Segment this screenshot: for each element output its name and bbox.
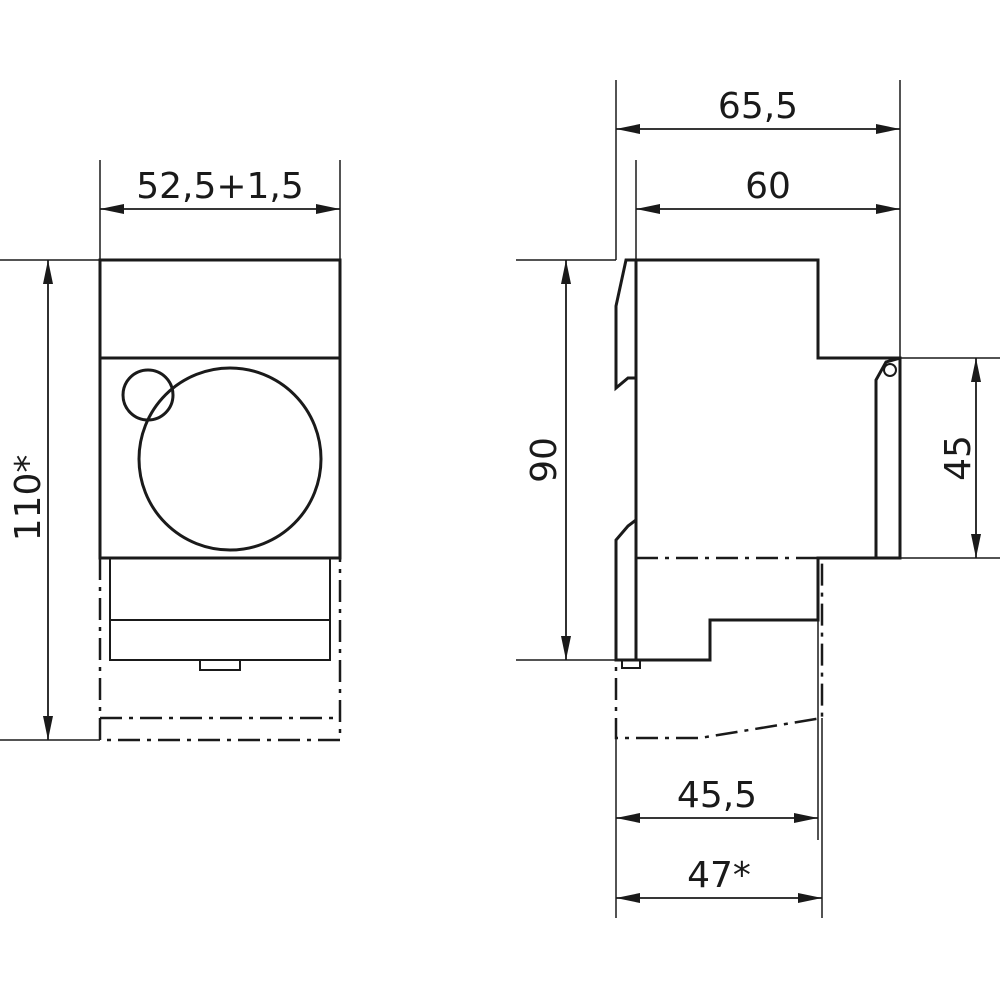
cover-hinge (883, 363, 897, 377)
side-view (614, 258, 902, 740)
dim-side-total-depth: 65,5 (718, 86, 798, 127)
front-view-terminal-block (109, 558, 331, 661)
side-view-body (634, 258, 902, 662)
dim-side-height: 90 (524, 437, 565, 483)
side-view-foot (621, 659, 641, 669)
front-view-clip (199, 659, 241, 671)
front-view (98, 258, 342, 742)
side-view-cover (874, 356, 901, 558)
dim-side-body-depth: 60 (745, 166, 791, 207)
front-view-top-panel (98, 258, 342, 360)
dim-front-width: 52,5+1,5 (136, 166, 304, 207)
front-view-dimensions: 52,5+1,5 110* (0, 160, 341, 741)
front-view-body (98, 356, 342, 560)
dim-side-base-depth-max: 47* (687, 855, 751, 896)
side-view-dimensions: 65,5 60 90 45 45,5 47* (516, 80, 1000, 918)
dim-front-height: 110* (8, 455, 49, 542)
rotary-dial (137, 366, 323, 552)
front-view-optional-outline (98, 558, 342, 742)
dim-side-step-height: 45 (938, 435, 979, 481)
dim-side-base-depth: 45,5 (677, 775, 757, 816)
side-view-optional-outline (614, 558, 824, 740)
side-view-din-clip (614, 258, 637, 662)
